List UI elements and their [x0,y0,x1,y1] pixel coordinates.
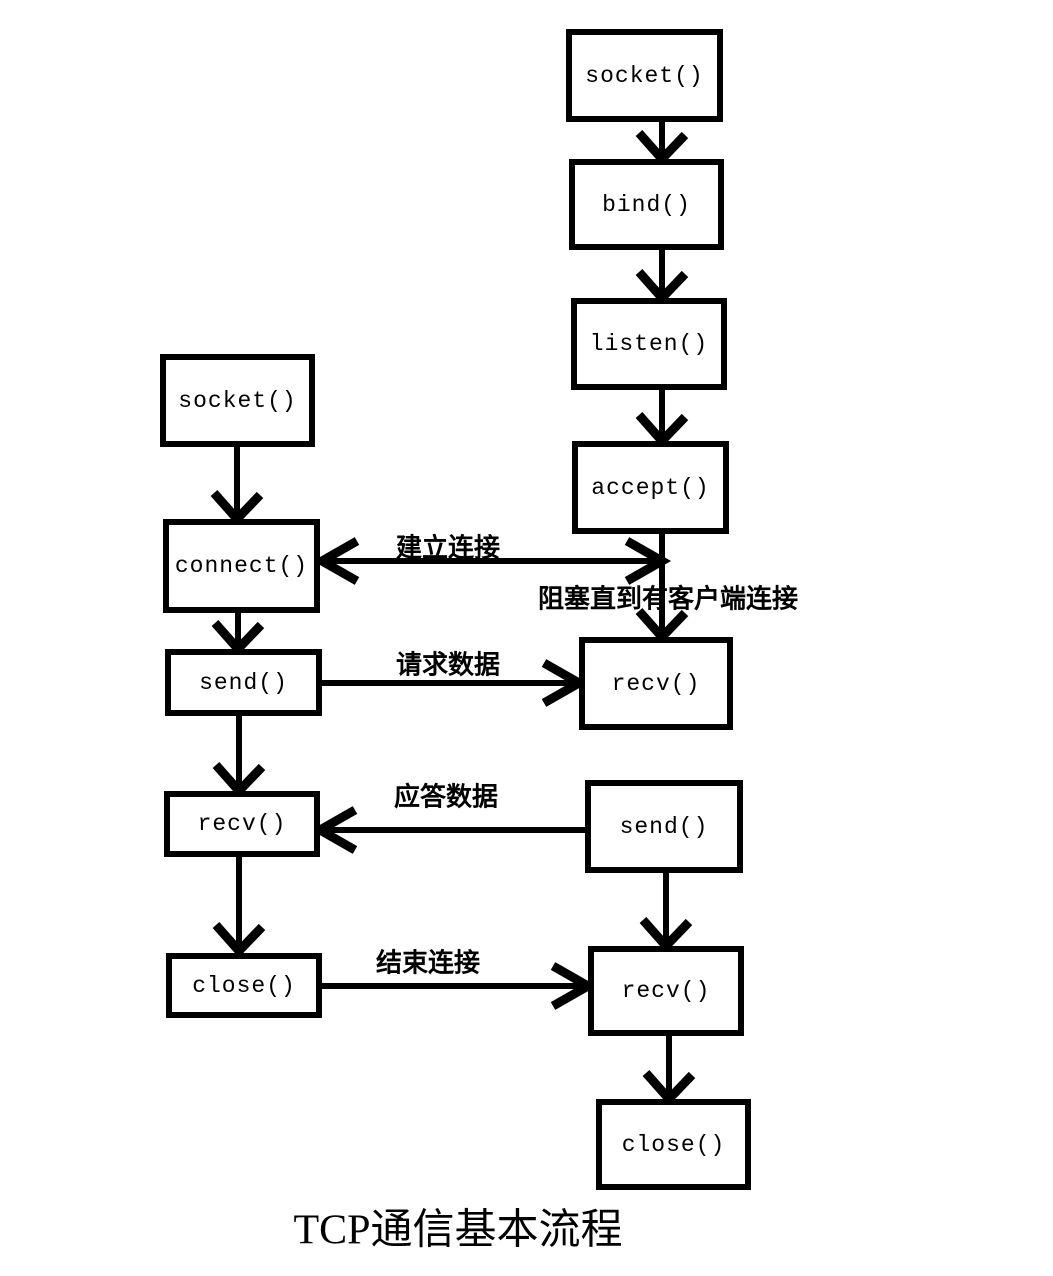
arrow-stroke [624,537,672,585]
arrow-stroke [212,922,266,958]
arrow-stroke [312,537,360,585]
diagram-title: TCP通信基本流程 [293,1207,623,1254]
arrow-stroke [310,806,358,854]
